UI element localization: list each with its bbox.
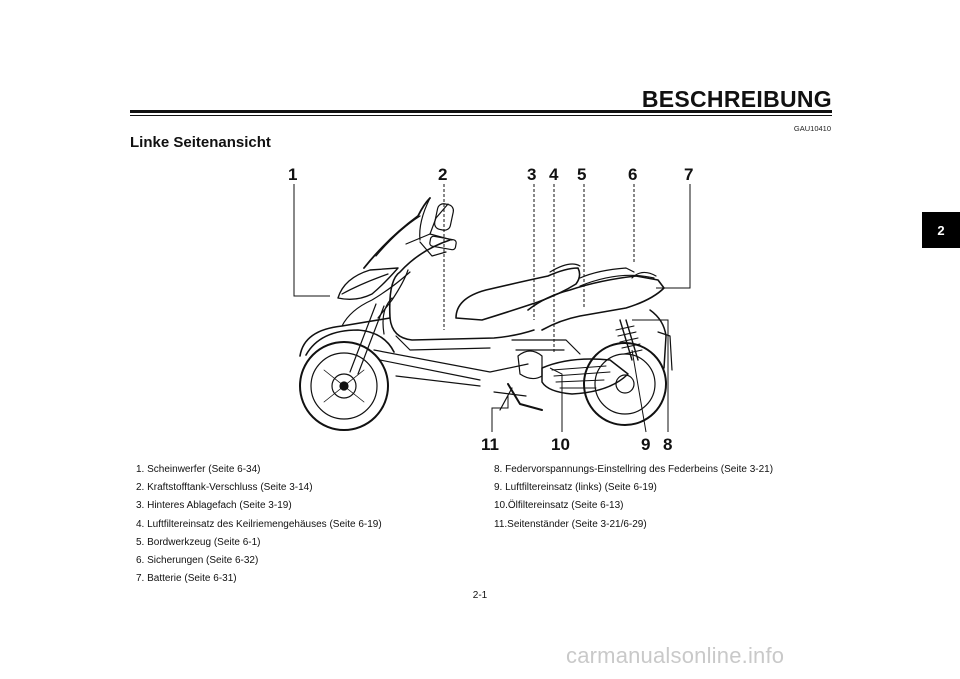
list-item: 5. Bordwerkzeug (Seite 6-1) xyxy=(136,536,261,548)
front-wheel xyxy=(299,341,389,431)
list-item: 6. Sicherungen (Seite 6-32) xyxy=(136,555,259,567)
list-item: 1. Scheinwerfer (Seite 6-34) xyxy=(136,464,261,475)
side-stand xyxy=(507,383,543,411)
scooter-drawing: 1 2 3 4 5 6 7 8 9 10 11 xyxy=(288,165,693,454)
document-code: GAU10410 xyxy=(793,124,831,133)
header-rule-thin xyxy=(130,115,832,116)
section-title: Linke Seitenansicht xyxy=(130,134,271,151)
rear-wheel xyxy=(583,342,667,426)
page-number: 2-1 xyxy=(472,590,488,601)
callout-11: 11 xyxy=(481,435,499,454)
list-item: 2. Kraftstofftank-Verschluss (Seite 3-14… xyxy=(136,482,313,494)
list-item: 4. Luftfiltereinsatz des Keilriemengehäu… xyxy=(136,518,382,530)
watermark[interactable]: carmanualsonline.info xyxy=(566,643,785,668)
callout-7: 7 xyxy=(684,165,693,184)
callout-1: 1 xyxy=(288,165,297,184)
callout-10: 10 xyxy=(551,435,570,454)
parts-list-left: 1. Scheinwerfer (Seite 6-34) 2. Kraftsto… xyxy=(136,461,382,588)
callout-5: 5 xyxy=(577,165,586,184)
chapter-tab[interactable]: 2 xyxy=(922,212,960,248)
parts-list-right: 8. Federvorspannungs-Einstellring des Fe… xyxy=(494,461,773,534)
callout-8: 8 xyxy=(663,435,672,454)
header-title: BESCHREIBUNG xyxy=(641,86,832,112)
callout-4: 4 xyxy=(549,165,559,184)
list-item: 8. Federvorspannungs-Einstellring des Fe… xyxy=(494,464,774,475)
callout-3: 3 xyxy=(527,165,536,184)
callout-2: 2 xyxy=(438,165,447,184)
callout-9: 9 xyxy=(641,435,650,454)
callout-leaders xyxy=(293,184,691,433)
seat xyxy=(455,267,581,321)
list-item: 9. Luftfiltereinsatz (links) (Seite 6-19… xyxy=(494,482,657,494)
list-item: 10.Ölfiltereinsatz (Seite 6-13) xyxy=(494,500,624,512)
list-item: 7. Batterie (Seite 6-31) xyxy=(136,573,237,585)
scooter-illustration: 1 2 3 4 5 6 7 8 9 10 11 xyxy=(280,160,710,455)
list-item: 3. Hinteres Ablagefach (Seite 3-19) xyxy=(136,500,292,512)
callout-6: 6 xyxy=(628,165,637,184)
header-rule-thick xyxy=(130,110,832,113)
list-item: 11.Seitenständer (Seite 3-21/6-29) xyxy=(494,518,647,530)
scooter-outline xyxy=(299,197,673,431)
